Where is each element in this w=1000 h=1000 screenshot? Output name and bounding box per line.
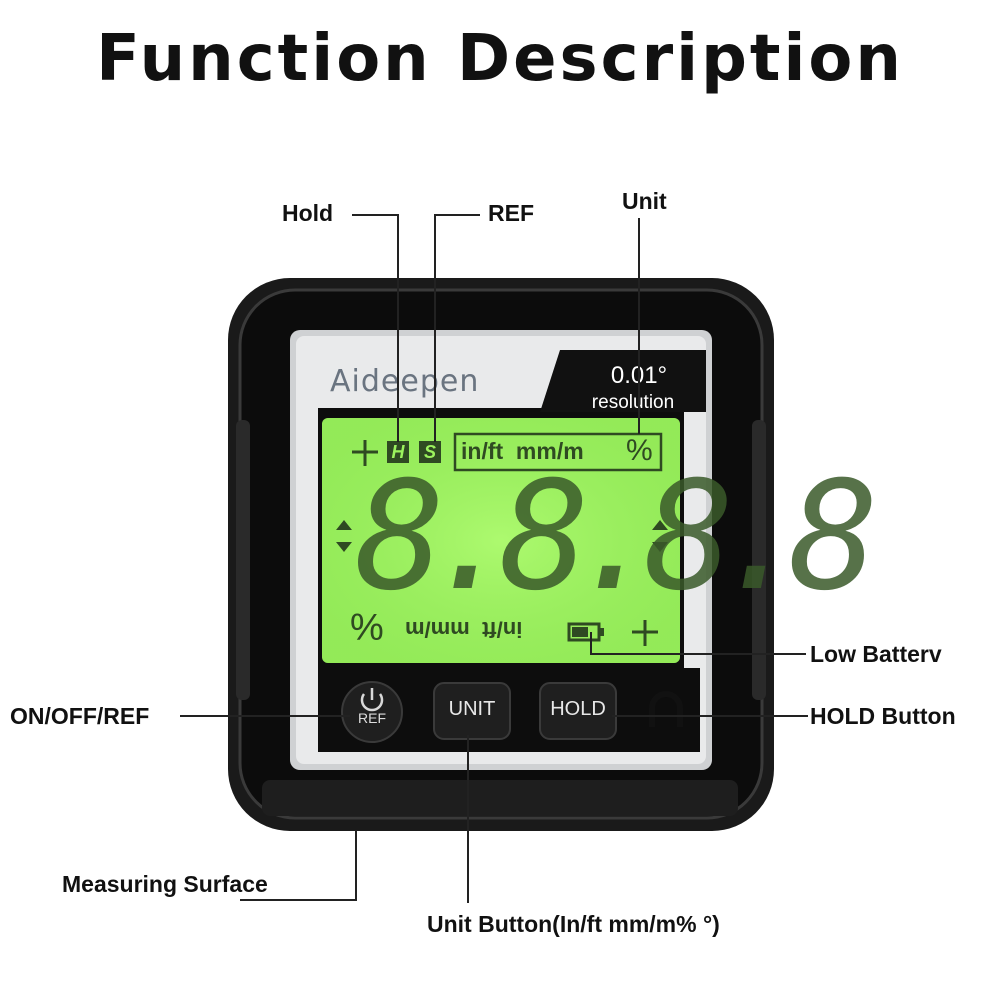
up-down-arrow-icon [336, 520, 668, 552]
unitbtn-leader-v [467, 735, 469, 903]
battery-leader-v [590, 632, 592, 654]
hold-button-shape [539, 682, 617, 740]
callout-low-battery: Low Batterv [810, 641, 942, 667]
callout-hold: Hold [282, 200, 334, 226]
callout-unit: Unit [622, 188, 667, 214]
resolution-label: resolution [591, 392, 675, 413]
power-icon [360, 688, 384, 712]
callout-measuring-surface: Measuring Surface [62, 871, 268, 897]
lcd-top-units: in/ft mm/m [461, 438, 584, 464]
hold-leader-v [397, 214, 399, 442]
power-button[interactable]: REF [358, 710, 386, 726]
unit-button-shape [433, 682, 511, 740]
level-icon [352, 440, 658, 646]
unit-leader-v [638, 218, 640, 434]
lcd-hold-symbol: H [387, 441, 409, 463]
lcd-top-percent: % [626, 434, 653, 467]
surface-leader-h [240, 899, 357, 901]
brand-logo: Aideepen [330, 364, 480, 399]
surface-leader-v [355, 830, 357, 900]
lcd-digits: 8.8.8.8 [355, 450, 879, 624]
lcd-bottom-percent: % [350, 605, 384, 647]
callout-hold-button: HOLD Button [810, 703, 956, 729]
lcd-ref-symbol: S [419, 441, 441, 463]
power-button [341, 681, 403, 743]
page-title: Function Description [96, 22, 904, 96]
unit-button[interactable]: UNIT [448, 698, 496, 720]
callout-unit-button: Unit Button(In/ft mm/m% °) [427, 911, 720, 937]
callout-on-off-ref: ON/OFF/REF [10, 703, 150, 729]
lcd-bottom-units: in/ft mm/m [405, 617, 523, 642]
measuring-surface [262, 780, 738, 816]
hold-button[interactable]: HOLD [550, 698, 606, 720]
magnet-icon [649, 691, 683, 727]
ref-leader-v [434, 214, 436, 442]
battery-leader-h [590, 653, 806, 655]
onoff-leader-h [180, 715, 350, 717]
holdbtn-leader-h [612, 715, 808, 717]
ref-leader-h [434, 214, 480, 216]
hold-leader-h [352, 214, 398, 216]
battery-icon [567, 622, 604, 642]
callout-ref: REF [488, 200, 534, 226]
